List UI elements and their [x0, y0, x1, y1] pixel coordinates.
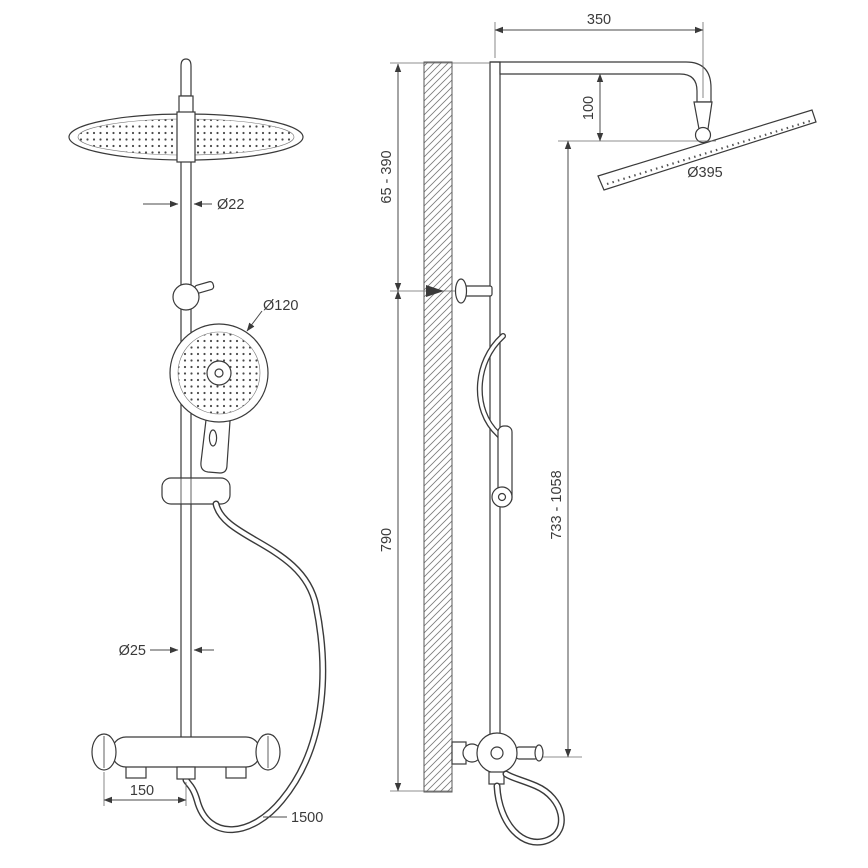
shower-hose-front [182, 500, 327, 834]
diverter-pivot [172, 281, 215, 311]
slider-holder [161, 477, 231, 505]
front-view: Ø22 Ø120 [68, 58, 327, 834]
dim-head-drop: 100 [581, 73, 604, 142]
dim-arm-projection: 350 [494, 12, 704, 98]
dim-label-upper-mount-range: 65 - 390 [379, 150, 395, 203]
dim-lower-pipe-diameter: Ø25 [119, 643, 214, 659]
thermostatic-mixer-side [451, 732, 544, 785]
riser-pipe-side [489, 61, 501, 743]
thermostatic-mixer-front [91, 733, 281, 780]
dim-label-arm-projection: 350 [587, 12, 611, 28]
dim-label-hose-length: 1500 [291, 810, 323, 826]
dim-hand-shower-diameter: Ø120 [246, 298, 298, 332]
dim-label-head-diameter: Ø395 [687, 165, 722, 181]
dim-label-head-height-range: 733 - 1058 [549, 470, 565, 539]
dim-mixer-height: 790 [379, 290, 452, 792]
dim-label-mixer-height: 790 [379, 528, 395, 552]
dim-riser-diameter: Ø22 [143, 197, 244, 213]
dim-label-hand-shower-diameter: Ø120 [263, 298, 298, 314]
shower-arm-side [490, 61, 712, 103]
side-view: 350 100 Ø395 65 - 390 790 733 - 105 [379, 12, 817, 846]
hand-shower-side [476, 333, 513, 508]
dim-label-head-drop: 100 [581, 96, 597, 120]
dim-label-lower-pipe-diameter: Ø25 [119, 643, 146, 659]
dim-mixer-port-spacing: 150 [103, 772, 187, 806]
rain-shower-head-side [597, 101, 817, 191]
dim-hose-length: 1500 [263, 810, 323, 826]
rain-shower-head-front [68, 111, 304, 163]
dim-head-height-range: 733 - 1058 [528, 140, 582, 758]
shower-hose-side [493, 770, 565, 846]
dim-label-mixer-port-spacing: 150 [130, 783, 154, 799]
dim-label-riser-diameter: Ø22 [217, 197, 244, 213]
wall-bracket-side [426, 278, 493, 304]
hand-shower-front [169, 323, 269, 474]
wall-section [423, 61, 453, 793]
